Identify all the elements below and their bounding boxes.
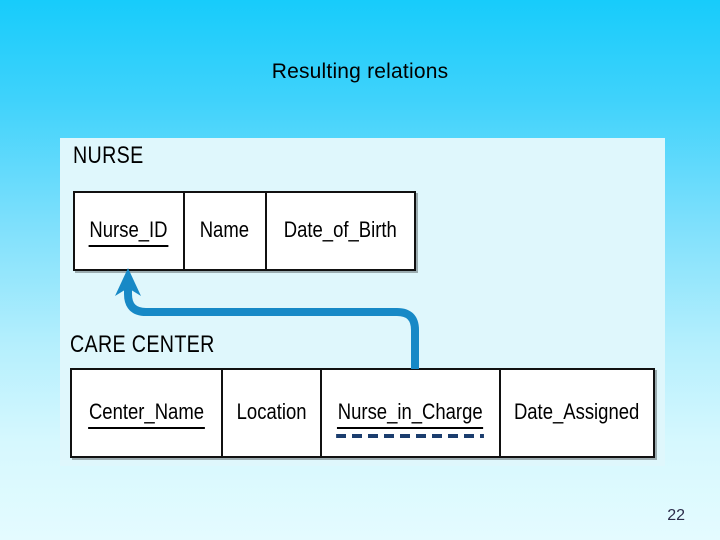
attribute-label-nurse-id: Nurse_ID [88,217,169,247]
attribute-label-date-of-birth: Date_of_Birth [283,217,397,242]
relation-name-nurse: NURSE [73,142,144,169]
attribute-cell-location[interactable]: Location [222,370,323,456]
attribute-label-nurse-in-charge: Nurse_in_Charge [336,399,486,438]
page-title: Resulting relations [271,60,449,83]
attribute-cell-date-assigned[interactable]: Date_Assigned [501,370,653,456]
page-number: 22 [667,507,685,524]
attribute-table-care-center: Center_Name Location Nurse_in_Charge Dat… [70,368,655,458]
attribute-label-name: Name [200,217,250,242]
attribute-cell-name[interactable]: Name [184,193,267,269]
relation-name-care-center: CARE CENTER [70,331,215,358]
attribute-cell-date-of-birth[interactable]: Date_of_Birth [266,193,414,269]
attribute-cell-nurse-id[interactable]: Nurse_ID [75,193,185,269]
diagram-panel: NURSE Nurse_ID Name Date_of_Birth CARE C… [60,138,665,466]
attribute-label-location: Location [236,399,307,424]
attribute-label-date-assigned: Date_Assigned [514,399,640,424]
attribute-cell-nurse-in-charge[interactable]: Nurse_in_Charge [322,370,502,456]
attribute-label-center-name: Center_Name [88,399,205,429]
attribute-table-nurse: Nurse_ID Name Date_of_Birth [73,191,416,271]
attribute-cell-center-name[interactable]: Center_Name [72,370,223,456]
